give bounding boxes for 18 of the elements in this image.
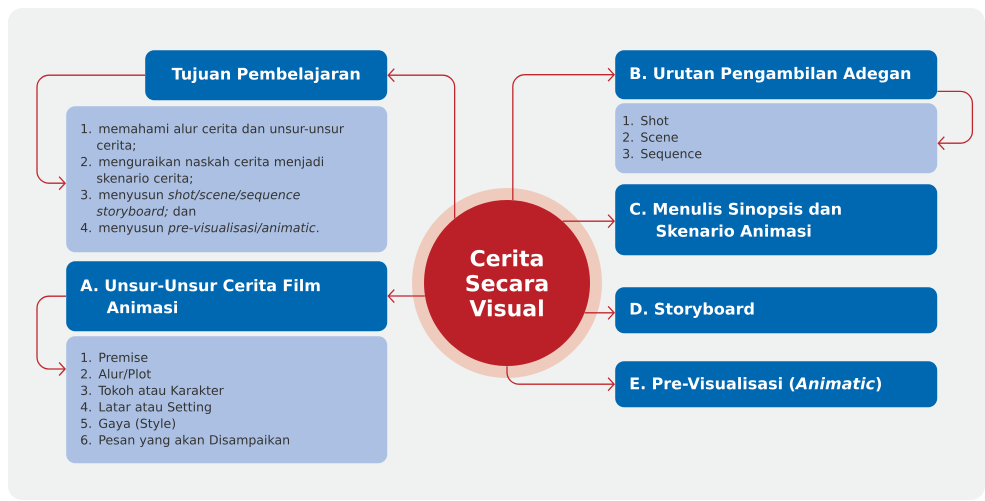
arrow: [584, 306, 615, 320]
list-box: 1. memahami alur cerita dan unsur-unsur cerita; 2. menguraikan naskah cerita menjadi skenario cerita; 3. menyusun shot/scene/sequence storyboard; dan 4. menyusun pre-visualisasi/animatic.: [66, 106, 388, 252]
arrow: [937, 90, 974, 150]
arrow: [512, 68, 615, 200]
arrow: [506, 366, 615, 392]
heading-box: D. Storyboard: [615, 287, 938, 334]
arrow: [387, 289, 425, 303]
list-box: 1. Shot 2. Scene 3. Sequence: [615, 103, 938, 174]
heading-box: E. Pre-Visualisasi (Animatic): [615, 361, 938, 408]
heading-box: A. Unsur-Unsur Cerita Film Animasi: [66, 261, 388, 332]
heading-box: C. Menulis Sinopsis dan Skenario Animasi: [615, 184, 938, 256]
arrow: [387, 68, 456, 218]
arrow: [36, 296, 66, 376]
arrow: [562, 214, 615, 228]
arrow: [36, 74, 145, 190]
heading-box: Tujuan Pembelajaran: [145, 50, 388, 100]
list-box: 1. Premise 2. Alur/Plot 3. Tokoh atau Karakter 4. Latar atau Setting 5. Gaya (Style) 6. Pesan yang akan Disampaikan: [66, 336, 388, 464]
heading-box: B. Urutan Pengambilan Adegan: [615, 50, 938, 100]
